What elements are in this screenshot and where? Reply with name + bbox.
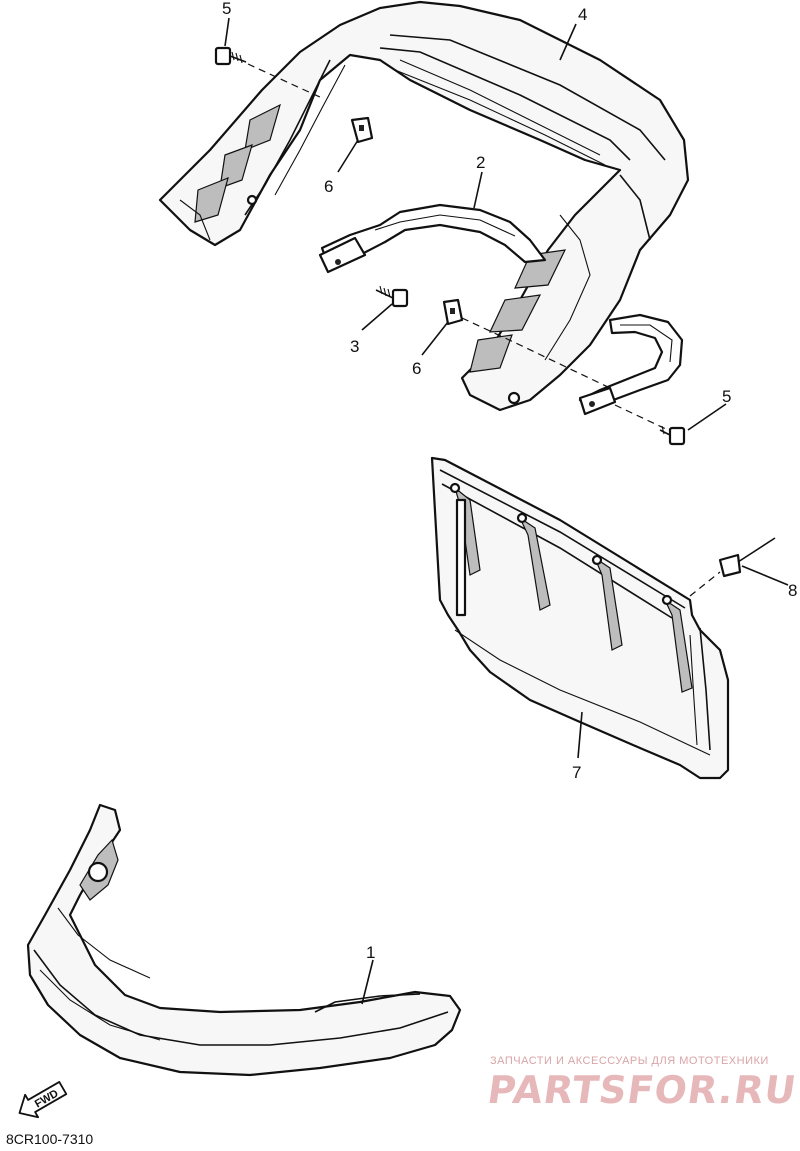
- callout-7: 7: [572, 763, 581, 782]
- callout-5-lower: 5: [722, 387, 731, 406]
- part-8-rivet: [689, 537, 776, 597]
- callout-6-upper: 6: [324, 177, 333, 196]
- part-1-front-guard: [26, 803, 462, 1077]
- part-7-rear-panel: [430, 456, 730, 780]
- part-5-bolt-lower: [614, 404, 686, 446]
- callout-1: 1: [366, 943, 375, 962]
- leader-lines: [224, 17, 789, 1005]
- callout-5-upper: 5: [222, 0, 231, 18]
- part-2-grab-bar: [318, 203, 684, 416]
- callout-4: 4: [578, 5, 587, 24]
- callout-8: 8: [788, 581, 797, 600]
- watermark-tagline: ЗАПЧАСТИ И АКСЕССУАРЫ ДЛЯ МОТОТЕХНИКИ: [490, 1055, 769, 1067]
- part-6-clip-upper: [350, 116, 374, 144]
- diagram-code: 8CR100-7310: [6, 1131, 94, 1147]
- part-4-rear-rack: [158, 0, 690, 412]
- callout-3: 3: [350, 337, 359, 356]
- part-5-bolt-upper: [214, 46, 321, 98]
- callout-6-lower: 6: [412, 359, 421, 378]
- watermark-brand: PARTSFOR.RU: [484, 1068, 800, 1112]
- part-3-bolt: [375, 285, 409, 308]
- fwd-label: FWD: [33, 1088, 61, 1111]
- part-6-clip-lower: [442, 298, 611, 389]
- fwd-arrow: FWD: [18, 1081, 68, 1119]
- callout-2: 2: [476, 153, 485, 172]
